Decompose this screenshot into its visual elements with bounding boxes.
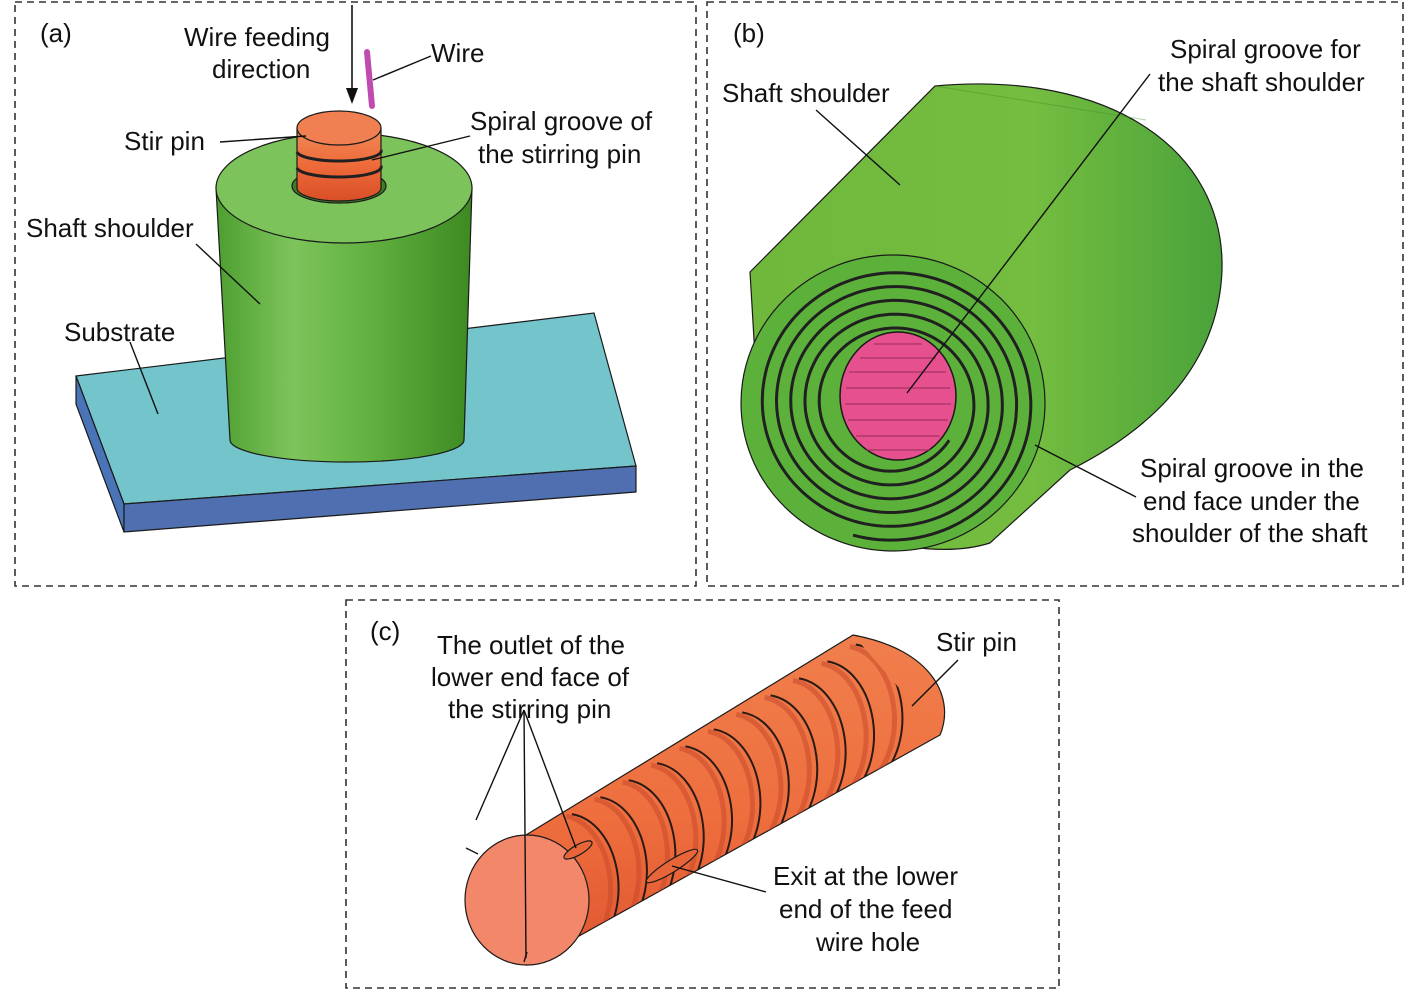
- pin-groove-shade: [792, 677, 841, 815]
- label-spiral-groove-shoulder-2: the shaft shoulder: [1158, 67, 1365, 97]
- panel-a-frame: [14, 1, 697, 587]
- pin-groove-shade: [763, 694, 812, 832]
- label-wire-feeding: Wire feeding: [184, 22, 330, 52]
- label-exit-2: end of the feed: [779, 894, 952, 924]
- pin-groove-line: [827, 660, 875, 795]
- leader-shaft-shoulder-a: [195, 243, 261, 305]
- panel-b-frame: [706, 1, 1404, 587]
- leader-spiral-groove-pin: [371, 135, 471, 161]
- leader-outlet: [475, 709, 577, 959]
- label-outlet-1: The outlet of the: [437, 630, 625, 660]
- pin-groove-shade: [849, 644, 897, 781]
- leader-shaft-shoulder-b: [815, 109, 901, 186]
- label-exit-3: wire hole: [815, 927, 920, 957]
- label-shaft-shoulder-a: Shaft shoulder: [26, 213, 194, 243]
- wire-rod: [364, 49, 375, 109]
- label-wire: Wire: [431, 38, 484, 68]
- label-stir-pin-c: Stir pin: [936, 627, 1017, 657]
- label-spiral-groove-pin-1: Spiral groove of: [470, 106, 653, 136]
- label-exit-1: Exit at the lower: [773, 861, 958, 891]
- label-spiral-groove-end-3: shoulder of the shaft: [1132, 518, 1368, 548]
- label-wire-feeding-direction: direction: [212, 54, 310, 84]
- label-spiral-groove-pin-2: the stirring pin: [478, 139, 641, 169]
- panel-a: (a) Wire feeding: [26, 5, 653, 533]
- panel-b: (b) Shaft shoulder Spiral groove for the…: [722, 18, 1368, 552]
- panel-a-tag: (a): [40, 18, 72, 48]
- label-substrate: Substrate: [64, 317, 175, 347]
- stir-pin-a: [295, 110, 383, 202]
- leader-substrate: [129, 341, 159, 415]
- label-spiral-groove-end-2: end face under the: [1143, 486, 1360, 516]
- leader-spiral-groove-shoulder: [906, 73, 1151, 394]
- leader-spiral-groove-end: [1034, 444, 1137, 498]
- panel-c-frame: [345, 599, 1060, 989]
- leader-stir-pin-a: [219, 135, 307, 143]
- wire-feeding-arrow: [346, 5, 358, 104]
- spiral-groove-end-face: [760, 271, 1033, 542]
- panel-b-tag: (b): [733, 18, 765, 48]
- panel-c-tag: (c): [370, 616, 400, 646]
- label-shaft-shoulder-b: Shaft shoulder: [722, 78, 890, 108]
- pin-groove-shade: [820, 660, 869, 798]
- label-outlet-3: the stirring pin: [448, 694, 611, 724]
- leader-wire: [372, 55, 432, 81]
- label-outlet-2: lower end face of: [431, 662, 630, 692]
- label-stir-pin-a: Stir pin: [124, 126, 205, 156]
- leader-stir-pin-c: [911, 659, 959, 707]
- panel-c: (c) The outlet of the lower end face of …: [370, 616, 1017, 967]
- label-spiral-groove-shoulder-1: Spiral groove for: [1170, 34, 1361, 64]
- label-spiral-groove-end-1: Spiral groove in the: [1140, 453, 1364, 483]
- leader-exit: [671, 865, 767, 893]
